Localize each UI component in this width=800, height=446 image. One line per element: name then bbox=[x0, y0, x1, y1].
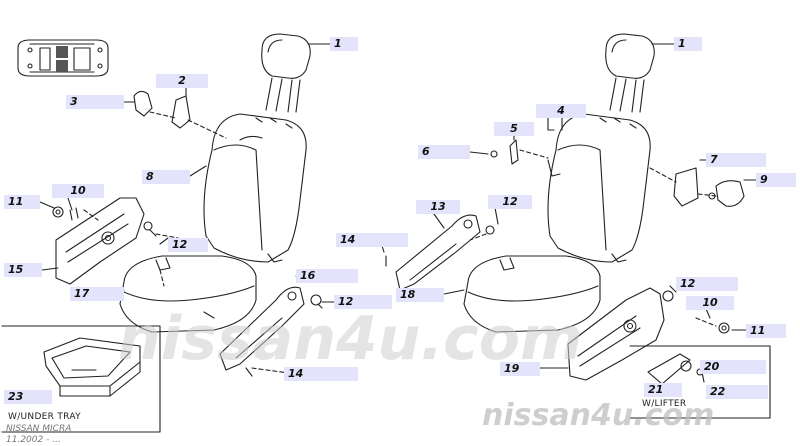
under-tray-inset bbox=[1, 325, 161, 433]
callout-11-left[interactable]: 11 bbox=[4, 195, 40, 209]
right-cushion bbox=[463, 255, 601, 333]
callout-12b-left[interactable]: 12 bbox=[334, 295, 392, 309]
left-seatback bbox=[203, 113, 307, 263]
callout-12a-left[interactable]: 12 bbox=[168, 238, 208, 252]
left-side-panel bbox=[55, 197, 145, 285]
callout-11-right[interactable]: 11 bbox=[746, 324, 786, 338]
callout-3-left[interactable]: 3 bbox=[66, 95, 124, 109]
callout-2-left[interactable]: 2 bbox=[156, 74, 208, 88]
callout-16-left[interactable]: 16 bbox=[296, 269, 358, 283]
callout-12b-right[interactable]: 12 bbox=[676, 277, 738, 291]
callout-1-right[interactable]: 1 bbox=[674, 37, 702, 51]
footer-model: NISSAN MICRA bbox=[6, 424, 72, 434]
lifter-caption: W/LIFTER bbox=[642, 399, 687, 409]
watermark-faded: nissan4u.com bbox=[118, 304, 583, 374]
callout-23[interactable]: 23 bbox=[4, 390, 52, 404]
left-headrest bbox=[261, 33, 311, 113]
car-locator-icon bbox=[17, 39, 109, 77]
right-small-parts bbox=[385, 139, 745, 334]
watermark-primary: nissan4u.com bbox=[482, 398, 715, 433]
callout-22-right[interactable]: 22 bbox=[706, 385, 768, 399]
callout-14-right[interactable]: 14 bbox=[336, 233, 408, 247]
callout-10-right[interactable]: 10 bbox=[686, 296, 734, 310]
callout-8-left[interactable]: 8 bbox=[142, 170, 190, 184]
callout-19-right[interactable]: 19 bbox=[500, 362, 540, 376]
right-recliner-arm bbox=[395, 214, 481, 291]
callout-9-right[interactable]: 9 bbox=[756, 173, 796, 187]
callout-18-right[interactable]: 18 bbox=[396, 288, 444, 302]
under-tray-caption: W/UNDER TRAY bbox=[8, 412, 81, 422]
right-side-panel bbox=[567, 287, 665, 381]
callout-1-left[interactable]: 1 bbox=[330, 37, 358, 51]
callout-21-right[interactable]: 21 bbox=[644, 383, 682, 397]
callout-7-right[interactable]: 7 bbox=[706, 153, 766, 167]
callout-17-left[interactable]: 17 bbox=[70, 287, 124, 301]
right-headrest bbox=[605, 33, 655, 113]
left-small-parts bbox=[52, 90, 323, 309]
right-seatback bbox=[547, 113, 651, 263]
left-recliner-arm bbox=[219, 286, 305, 377]
right-dashed-guides bbox=[469, 149, 717, 327]
callout-14-left[interactable]: 14 bbox=[284, 367, 358, 381]
callout-4-right[interactable]: 4 bbox=[536, 104, 586, 118]
callout-15-left[interactable]: 15 bbox=[4, 263, 42, 277]
footer-date: 11.2002 - ... bbox=[6, 435, 61, 445]
callout-12a-right[interactable]: 12 bbox=[488, 195, 532, 209]
callout-20-right[interactable]: 20 bbox=[700, 360, 766, 374]
left-cushion bbox=[119, 255, 257, 333]
callout-6-right[interactable]: 6 bbox=[418, 145, 470, 159]
lifter-inset bbox=[629, 345, 771, 419]
callout-5-right[interactable]: 5 bbox=[494, 122, 534, 136]
callout-10-left[interactable]: 10 bbox=[52, 184, 104, 198]
callout-13-right[interactable]: 13 bbox=[416, 200, 460, 214]
